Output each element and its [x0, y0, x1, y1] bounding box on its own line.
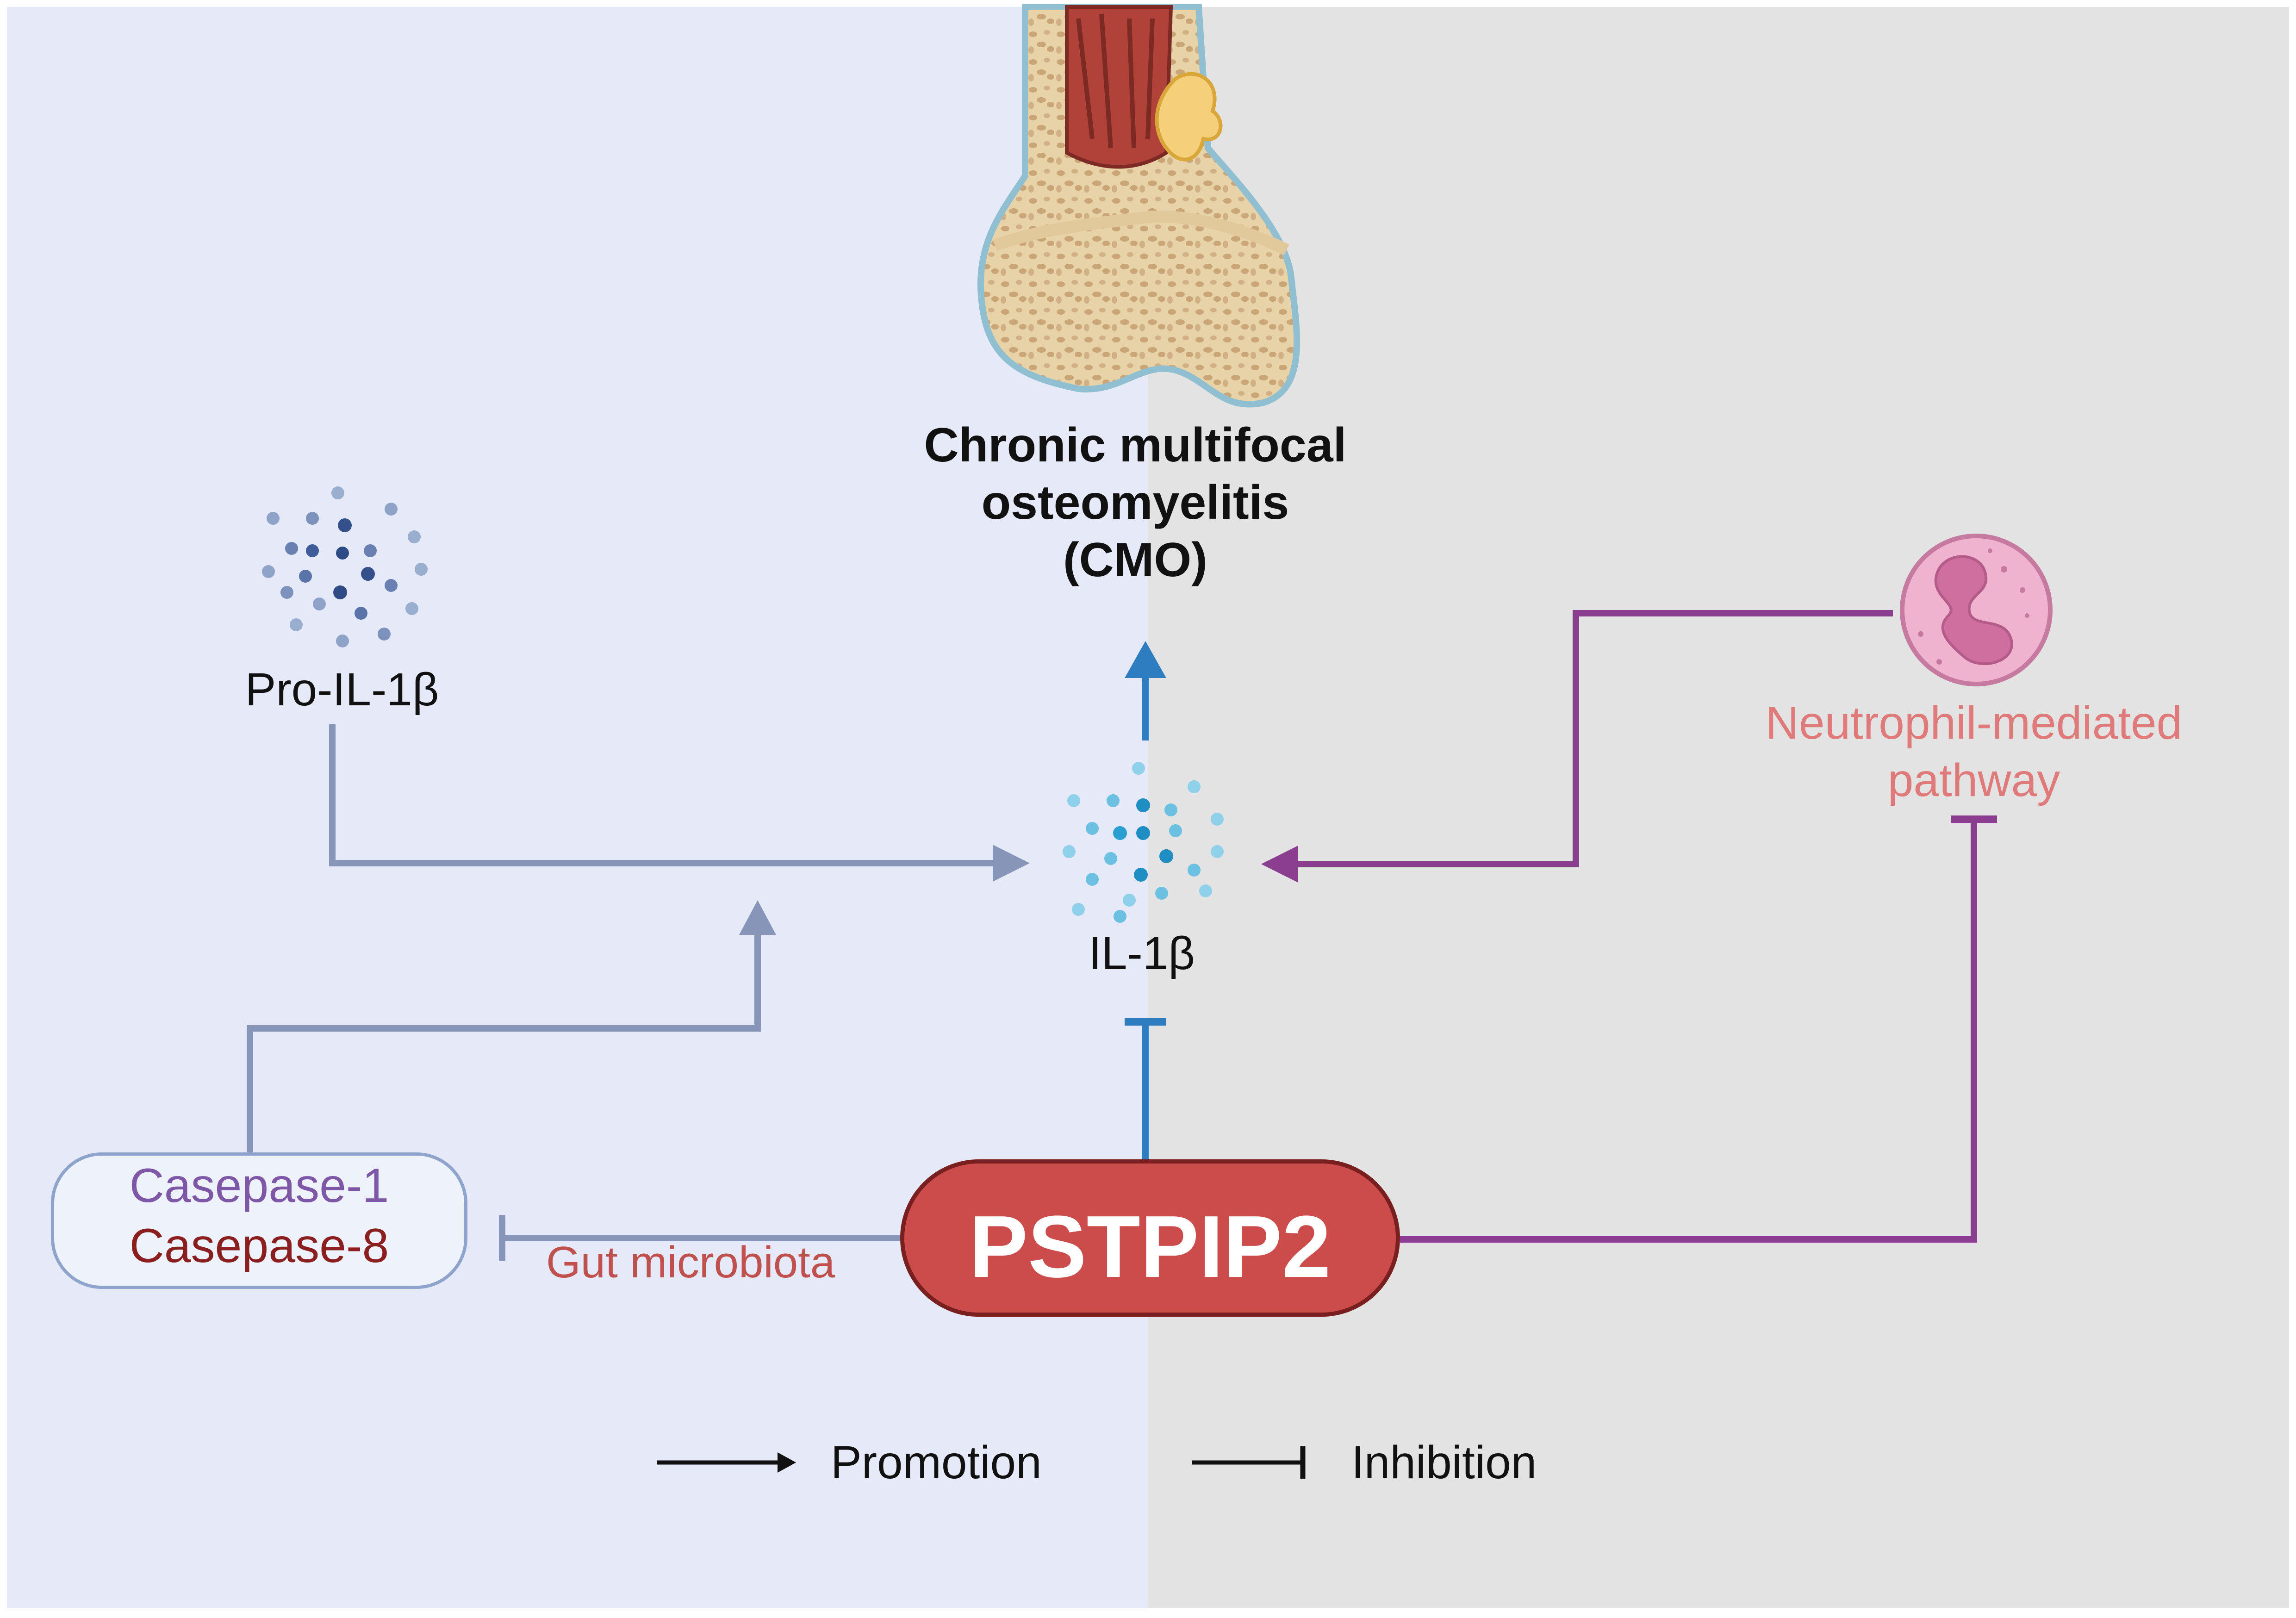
- right-panel: [1148, 7, 2289, 1608]
- legend-promotion-arrow: [657, 1452, 796, 1473]
- legend-promotion-label: Promotion: [831, 1437, 1042, 1488]
- legend-inhibition-line: [1192, 1446, 1306, 1479]
- caspase-to-il1b-arrow: [247, 900, 776, 1152]
- neutrophil-pathway-label: Neutrophil-mediated pathway: [1766, 694, 2183, 809]
- cmo-title-line1: Chronic multifocal: [924, 418, 1347, 472]
- caspase8-label: Casepase-8: [129, 1219, 389, 1273]
- il1b-label: IL-1β: [1089, 927, 1195, 979]
- caspase-node-box: [51, 1152, 467, 1289]
- neutrophil-label-line1: Neutrophil-mediated: [1765, 697, 2183, 749]
- pro-il1b-to-il1b-arrow: [329, 724, 1030, 882]
- neutrophil-cell-icon: [1900, 534, 2053, 686]
- left-panel: [7, 7, 1148, 1608]
- legend-inhibition-label: Inhibition: [1351, 1437, 1537, 1488]
- gut-microbiota-inhibition-line: [499, 1215, 900, 1261]
- gut-microbiota-label: Gut microbiota: [546, 1238, 835, 1287]
- il1b-particles-icon: [1063, 762, 1224, 923]
- neutrophil-to-il1b-arrow: [1261, 610, 1893, 883]
- pro-il1b-particles-icon: [262, 486, 428, 647]
- cmo-title-line2: osteomyelitis: [981, 476, 1289, 529]
- pstpip2-inhibits-neutrophil-line: [1400, 815, 1997, 1243]
- pstpip2-inhibits-il1b-line: [1125, 1018, 1166, 1159]
- pstpip2-label: PSTPIP2: [969, 1198, 1331, 1296]
- il1b-to-cmo-arrow: [1125, 641, 1166, 741]
- bone-cross-section-icon: [977, 3, 1300, 408]
- neutrophil-label-line2: pathway: [1887, 754, 2060, 806]
- pro-il1b-label: Pro-IL-1β: [245, 664, 439, 716]
- cmo-title-line3: (CMO): [1063, 533, 1207, 587]
- cmo-title: Chronic multifocal osteomyelitis (CMO): [924, 417, 1347, 589]
- pstpip2-node-box: [900, 1159, 1400, 1317]
- caspase1-label: Casepase-1: [129, 1159, 389, 1213]
